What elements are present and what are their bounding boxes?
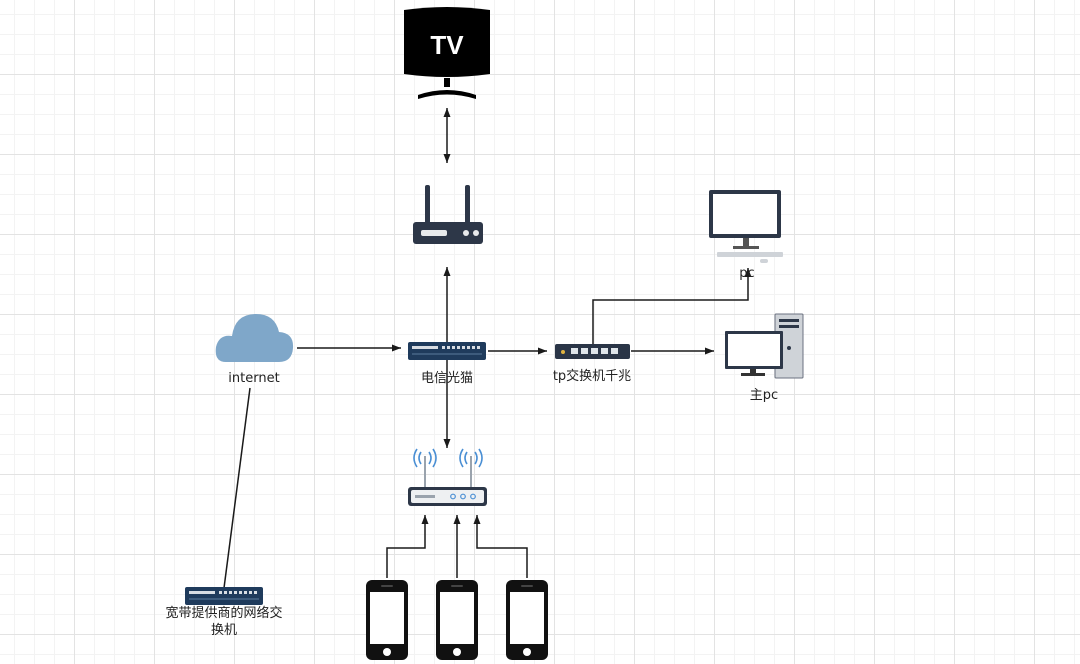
smartphone-icon[interactable] <box>506 580 548 660</box>
edge-tpswitch-pc <box>592 268 752 344</box>
internet-label: internet <box>228 371 280 386</box>
smartphone-icon[interactable] <box>436 580 478 660</box>
edges <box>223 108 752 589</box>
edge-cloud-ispswitch <box>223 387 251 589</box>
modem-label: 电信光猫 <box>420 371 473 386</box>
main-pc-label: 主pc <box>749 388 779 403</box>
isp-switch-label-line1: 宽带提供商的网络交 <box>165 606 283 621</box>
tv-icon[interactable]: TV <box>404 7 490 99</box>
edge-phone3-wireless <box>473 515 528 578</box>
wireless-router-icon[interactable] <box>408 448 487 506</box>
wifi-router-icon[interactable] <box>413 185 483 244</box>
desktop-tower-icon[interactable] <box>725 313 804 379</box>
cloud-icon[interactable] <box>215 314 294 362</box>
isp-switch-icon[interactable] <box>185 587 263 605</box>
isp-switch-label-line2: 换机 <box>210 623 237 638</box>
smartphone-icon[interactable] <box>366 580 408 660</box>
tv-label: TV <box>430 30 464 60</box>
pc-label: pc <box>739 266 755 281</box>
modem-icon[interactable] <box>408 342 486 360</box>
switch-icon[interactable] <box>555 344 630 359</box>
monitor-icon[interactable] <box>709 190 783 263</box>
tp-switch-label: tp交换机千兆 <box>552 369 632 384</box>
edge-phone1-wireless <box>386 515 429 578</box>
wifi-signal-icon <box>413 448 483 468</box>
